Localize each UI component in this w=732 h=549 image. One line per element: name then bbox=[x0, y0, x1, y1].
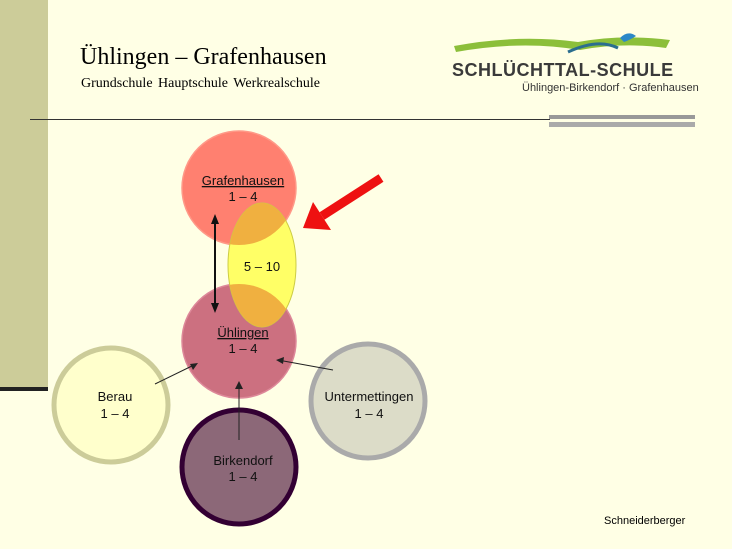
footer-author: Schneiderberger bbox=[604, 515, 686, 527]
label-secondary-grades: 5 – 10 bbox=[244, 259, 280, 274]
label-untermettingen-grades: 1 – 4 bbox=[355, 406, 384, 421]
header-accent-bar-top bbox=[549, 115, 695, 119]
logo-book-swoosh-icon bbox=[454, 37, 670, 52]
logo-locations: Ühlingen-Birkendorf · Grafenhausen bbox=[522, 82, 699, 94]
label-uehlingen-name: Ühlingen bbox=[217, 325, 268, 340]
label-berau-grades: 1 – 4 bbox=[101, 406, 130, 421]
school-logo-graphic bbox=[454, 33, 670, 54]
node-untermettingen bbox=[308, 341, 428, 461]
sidebar-accent-base bbox=[0, 387, 48, 391]
link-berau-uehlingen bbox=[154, 363, 197, 385]
label-grafenhausen-grades: 1 – 4 bbox=[229, 189, 258, 204]
arrowhead-down bbox=[211, 303, 219, 313]
arrowhead-birkendorf-uehlingen bbox=[235, 381, 243, 389]
arrowhead-berau-uehlingen bbox=[190, 363, 198, 370]
link-untermettingen-uehlingen bbox=[277, 359, 334, 371]
highlight-arrowhead-icon bbox=[303, 202, 331, 230]
label-birkendorf-grades: 1 – 4 bbox=[229, 469, 258, 484]
header-accent-bar-bottom bbox=[549, 122, 695, 127]
arrowhead-untermettingen-uehlingen bbox=[276, 357, 284, 364]
node-berau bbox=[51, 345, 171, 465]
label-untermettingen-name: Untermettingen bbox=[325, 389, 414, 404]
label-grafenhausen-name: Grafenhausen bbox=[202, 173, 284, 188]
header-divider bbox=[30, 119, 550, 120]
label-berau-name: Berau bbox=[98, 389, 133, 404]
logo-school-name: SCHLÜCHTTAL-SCHULE bbox=[452, 60, 674, 80]
logo-bird-icon bbox=[620, 33, 636, 42]
highlight-arrow-shaft bbox=[319, 174, 384, 220]
arrowhead-up bbox=[211, 214, 219, 224]
sidebar-accent bbox=[0, 0, 48, 387]
page-subtitle: Grundschule Hauptschule Werkrealschule bbox=[81, 76, 320, 91]
label-birkendorf-name: Birkendorf bbox=[213, 453, 273, 468]
label-uehlingen-grades: 1 – 4 bbox=[229, 341, 258, 356]
page-title: Ühlingen – Grafenhausen bbox=[80, 44, 327, 70]
